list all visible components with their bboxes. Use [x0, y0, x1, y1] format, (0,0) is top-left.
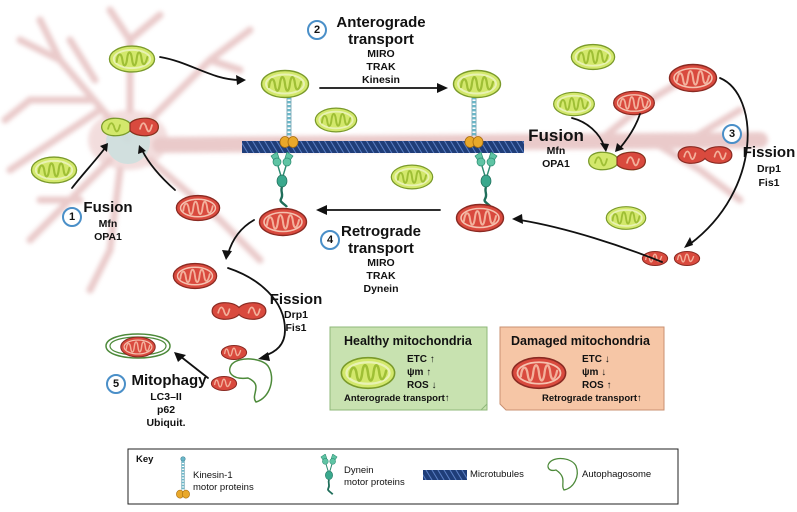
autophagosome-complete: [105, 333, 171, 359]
fusion-right-line-1: Mfn: [546, 145, 566, 157]
healthy-prop-etc: ETC ↑: [407, 354, 435, 365]
key-title: Key: [136, 454, 154, 465]
arrowheads: [100, 75, 693, 362]
damaged-box-title: Damaged mitochondria: [511, 334, 650, 348]
fission-left-line-2: Fis1: [285, 322, 307, 334]
key-kinesin-label-1: Kinesin-1: [193, 470, 233, 481]
step-2-title-1: Anterograde: [336, 14, 426, 31]
key-dynein-label-2: motor proteins: [344, 477, 405, 488]
fused-mitochondrion-right: [587, 151, 647, 171]
damaged-prop-etc: ETC ↓: [582, 354, 610, 365]
kinesin-motor-right: [463, 90, 485, 150]
step-5-line-1: LC3–II: [150, 391, 182, 403]
step-5-marker: 5: [106, 374, 126, 394]
healthy-prop-psi: ψm ↑: [407, 367, 432, 378]
key-microtubule-icon: [423, 470, 467, 480]
healthy-box-title: Healthy mitochondria: [344, 334, 472, 348]
healthy-transport: Anterograde transport↑: [344, 393, 450, 404]
step-4-title-1: Retrograde: [340, 223, 422, 240]
step-3-line-1: Drp1: [757, 163, 781, 175]
step-3-line-2: Fis1: [758, 177, 780, 189]
step-4-title-2: transport: [348, 240, 414, 257]
step-4-marker: 4: [320, 230, 340, 250]
fission-left-line-1: Drp1: [284, 309, 308, 321]
step-4-line-2: TRAK: [366, 270, 396, 282]
step-4-line-1: MIRO: [367, 257, 395, 269]
step-5-line-2: p62: [156, 404, 176, 416]
key-autophagosome-icon: [547, 457, 578, 491]
damaged-box: [499, 326, 665, 411]
healthy-box-mitochondrion: [340, 356, 396, 390]
step-4-line-3: Dynein: [363, 283, 399, 295]
key-dynein-label-1: Dynein: [344, 465, 374, 476]
dynein-motor-right: [473, 152, 499, 209]
fusion-right-title: Fusion: [528, 126, 584, 145]
damaged-prop-psi: ψm ↓: [582, 367, 607, 378]
kinesin-motor-left: [278, 90, 300, 150]
step-2-title-2: transport: [348, 31, 414, 48]
damaged-prop-ros: ROS ↑: [582, 380, 612, 391]
step-1-title: Fusion: [83, 199, 133, 216]
fission-left-title: Fission: [269, 291, 323, 308]
key-autophagosome-label: Autophagosome: [582, 469, 652, 480]
step-2-line-1: MIRO: [367, 48, 395, 60]
step-1-line-1: Mfn: [98, 218, 118, 230]
key-box: [127, 448, 679, 505]
step-2-line-3: Kinesin: [362, 74, 400, 86]
step-1-line-2: OPA1: [94, 231, 122, 243]
step-3-marker: 3: [722, 124, 742, 144]
dynein-motor-left: [269, 152, 295, 209]
damaged-box-mitochondrion: [511, 356, 567, 390]
step-5-line-3: Ubiquit.: [146, 417, 186, 429]
microtubule: [242, 141, 524, 153]
key-microtubules-label: Microtubules: [470, 469, 524, 480]
step-2-marker: 2: [307, 20, 327, 40]
step-3-title: Fission: [742, 144, 796, 161]
autophagosome-forming: [228, 358, 273, 403]
step-1-marker: 1: [62, 207, 82, 227]
healthy-prop-ros: ROS ↓: [407, 380, 437, 391]
arrows: [71, 56, 749, 379]
fusion-right-line-2: OPA1: [542, 158, 570, 170]
damaged-transport: Retrograde transport↑: [542, 393, 642, 404]
key-kinesin-label-2: motor proteins: [193, 482, 254, 493]
step-5-title: Mitophagy: [131, 372, 207, 389]
step-2-line-2: TRAK: [366, 61, 396, 73]
